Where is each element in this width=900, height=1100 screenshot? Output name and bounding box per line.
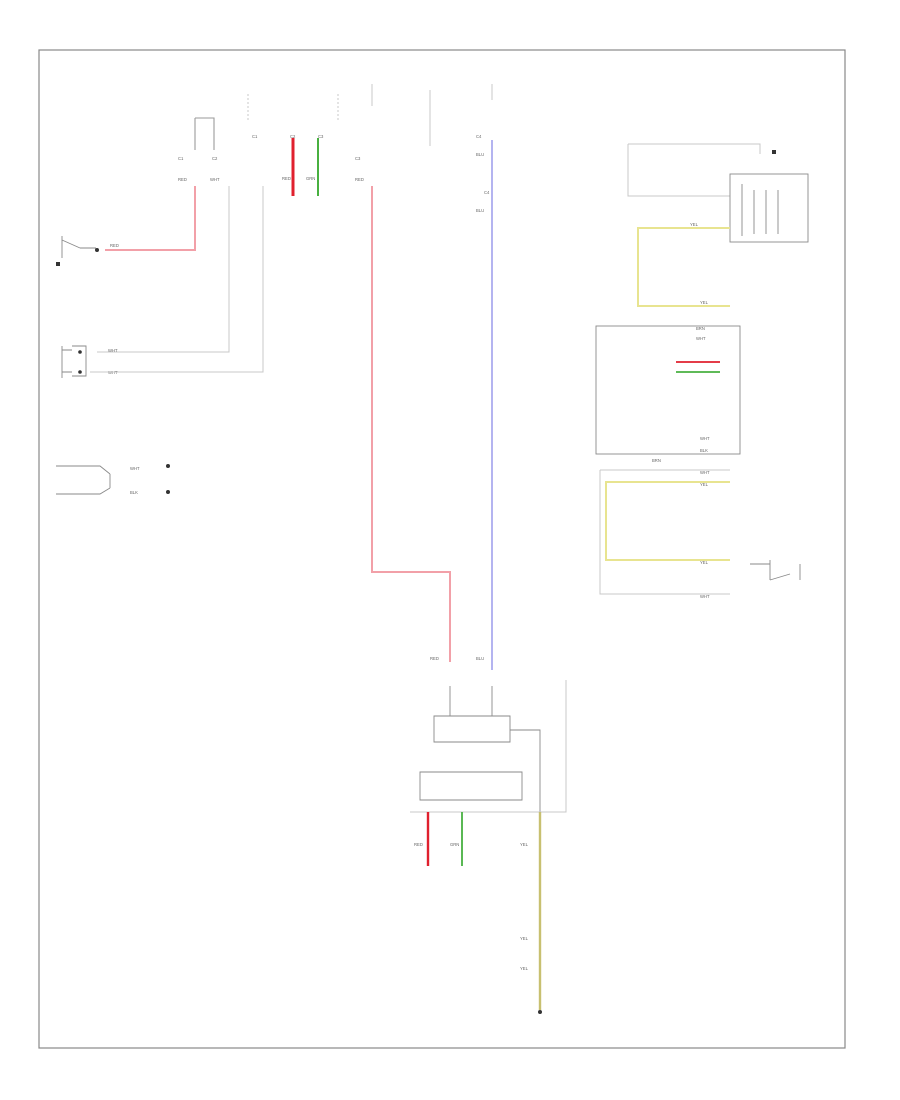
hot-at-all-times: C3 RED RED: [355, 84, 451, 662]
svg-text:C1: C1: [252, 134, 258, 139]
svg-text:WHT: WHT: [130, 466, 140, 471]
svg-text:BRN: BRN: [652, 458, 661, 463]
connector-pin-icon: [538, 1010, 542, 1014]
svg-text:RED: RED: [430, 656, 439, 661]
svg-text:BLU: BLU: [476, 208, 484, 213]
svg-text:YEL: YEL: [700, 482, 709, 487]
svg-text:RED: RED: [355, 177, 364, 182]
svg-text:C2: C2: [290, 134, 296, 139]
svg-text:WHT: WHT: [700, 470, 710, 475]
svg-text:RED: RED: [282, 176, 291, 181]
svg-text:WHT: WHT: [700, 436, 710, 441]
center-sensor: WHT WHT: [61, 186, 264, 378]
svg-text:WHT: WHT: [108, 348, 118, 353]
ground-symbol-icon: [56, 262, 60, 266]
svg-text:BLU: BLU: [476, 656, 484, 661]
svg-text:RED: RED: [110, 243, 119, 248]
svg-text:YEL: YEL: [700, 300, 709, 305]
svg-text:WHT: WHT: [700, 594, 710, 599]
svg-text:BLU: BLU: [476, 152, 484, 157]
engine-relay-group: C1 C2 RED WHT RED: [97, 117, 230, 353]
left-front-sensor: [56, 236, 99, 266]
svg-text:RED: RED: [414, 842, 423, 847]
svg-text:BLK: BLK: [700, 448, 708, 453]
svg-text:GRN: GRN: [450, 842, 459, 847]
svg-text:C4: C4: [484, 190, 490, 195]
svg-text:WHT: WHT: [696, 336, 706, 341]
hot-in-run: C4 BLU C4 BLU BLU: [429, 84, 493, 670]
svg-text:C4: C4: [476, 134, 482, 139]
fuse-box-group: C1 C2 C3 RED GRN: [247, 94, 339, 196]
airbag-control-module: BRN WHT WHT BLK BRN: [595, 325, 741, 463]
svg-text:YEL: YEL: [700, 560, 709, 565]
ground-symbol-icon: [772, 150, 776, 154]
svg-text:BLK: BLK: [130, 490, 138, 495]
svg-text:YEL: YEL: [520, 966, 529, 971]
svg-text:C3: C3: [355, 156, 361, 161]
svg-text:YEL: YEL: [520, 842, 529, 847]
svg-text:YEL: YEL: [690, 222, 699, 227]
left-front-buckle-switch: WHT BLK: [56, 464, 170, 495]
wire-yellow-mid: [605, 481, 730, 561]
wire-yellow-top: [637, 227, 730, 307]
passenger-sensor-group: YEL YEL: [627, 143, 809, 307]
svg-text:RED: RED: [178, 177, 187, 182]
svg-text:C1: C1: [178, 156, 184, 161]
bottom-module-group: RED GRN YEL YEL YEL: [410, 680, 567, 1014]
wire-red-engine: [105, 186, 196, 251]
svg-text:GRN: GRN: [306, 176, 315, 181]
svg-text:C3: C3: [318, 134, 324, 139]
svg-text:YEL: YEL: [520, 936, 529, 941]
svg-text:C2: C2: [212, 156, 218, 161]
right-front-seat-switch: WHT YEL YEL WHT: [599, 469, 801, 599]
wire-red-main: [371, 186, 451, 662]
svg-text:BRN: BRN: [696, 326, 705, 331]
diagram-frame: [38, 49, 846, 1049]
svg-text:WHT: WHT: [210, 177, 220, 182]
